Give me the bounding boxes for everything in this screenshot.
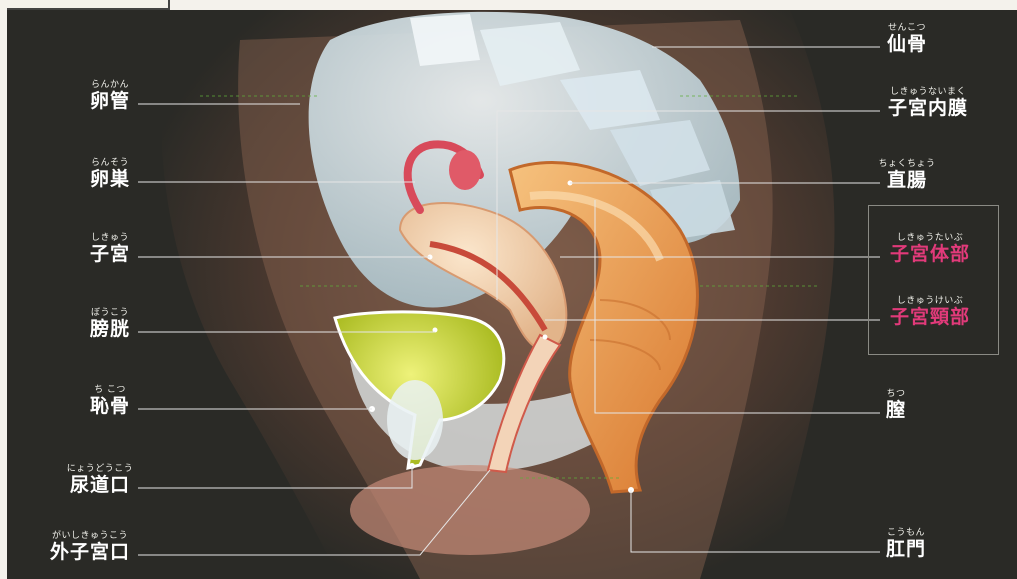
label-external-os: がいしきゅうこう 外子宮口 [40,532,140,562]
label-pubic-bone: ち こつ 恥骨 [80,386,140,416]
label-ovary: らんそう 卵巣 [80,159,140,189]
label-cervix: しきゅうけいぶ 子宮頸部 [878,297,982,327]
label-urethral-opening: にょうどうこう 尿道口 [60,465,140,495]
label-term: 子宮内膜 [876,99,980,118]
label-ruby: しきゅうけいぶ [878,297,982,306]
label-term: 子宮体部 [878,245,982,264]
label-anus: こうもん 肛門 [876,529,936,559]
label-term: 膣 [876,401,916,420]
label-term: 恥骨 [80,397,140,416]
label-term: 卵巣 [80,170,140,189]
label-ruby: にょうどうこう [60,465,140,474]
label-ruby: らんそう [80,159,140,168]
label-uterus: しきゅう 子宮 [80,234,140,264]
label-rectum: ちょくちょう 直腸 [870,160,944,190]
label-sacrum: せんこつ 仙骨 [876,24,938,54]
label-ruby: ち こつ [80,386,140,395]
page-tab-marker [0,0,170,10]
label-term: 尿道口 [60,476,140,495]
label-ruby: ぼうこう [80,309,140,318]
label-oviduct: らんかん 卵管 [80,81,140,111]
label-term: 膀胱 [80,320,140,339]
label-term: 肛門 [876,540,936,559]
label-vagina: ちつ 膣 [876,390,916,420]
label-term: 外子宮口 [40,543,140,562]
label-ruby: せんこつ [876,24,938,33]
perineum [350,465,590,555]
page-left-margin [0,0,7,579]
label-ruby: しきゅうたいぶ [878,234,982,243]
label-ruby: ちょくちょう [870,160,944,169]
highlight-box [868,205,999,355]
label-endometrium: しきゅうないまく 子宮内膜 [876,88,980,118]
label-term: 直腸 [870,171,944,190]
label-ruby: しきゅう [80,234,140,243]
page-top-margin [0,0,1017,10]
label-term: 子宮 [80,245,140,264]
label-ruby: こうもん [876,529,936,538]
label-ruby: ちつ [876,390,916,399]
label-ruby: がいしきゅうこう [40,532,140,541]
label-term: 仙骨 [876,35,938,54]
label-term: 卵管 [80,92,140,111]
label-bladder: ぼうこう 膀胱 [80,309,140,339]
label-ruby: らんかん [80,81,140,90]
label-uterine-body: しきゅうたいぶ 子宮体部 [878,234,982,264]
label-ruby: しきゅうないまく [876,88,980,97]
pubic-bone-shape [387,380,443,460]
label-term: 子宮頸部 [878,308,982,327]
